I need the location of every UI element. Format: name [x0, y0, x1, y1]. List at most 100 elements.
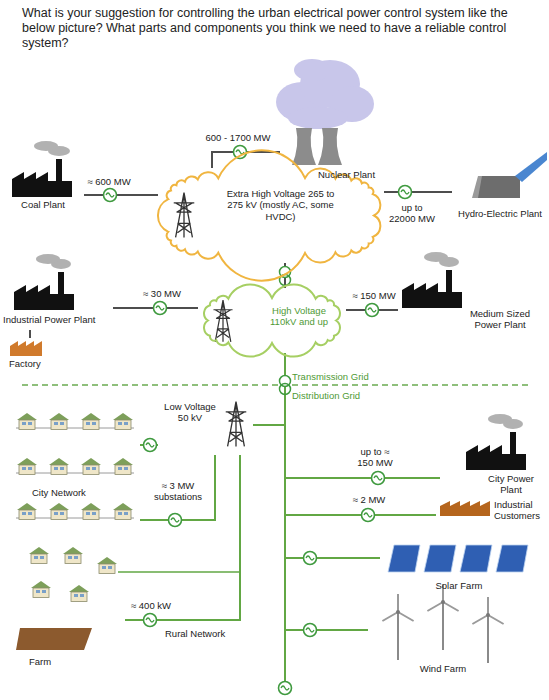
- nuclear-plant: Nuclear Plant: [280, 118, 382, 184]
- industrial-customers: Industrial Customers: [436, 498, 546, 528]
- power-line: [285, 353, 440, 478]
- label-holder: Solar Farm: [424, 580, 494, 591]
- power-rating: up to 22000 MW: [388, 202, 436, 225]
- city-plant-icon: [466, 432, 526, 470]
- hydro-plant: Hydro-Electric Plant: [452, 160, 548, 222]
- node-label: Coal Plant: [4, 199, 82, 210]
- label-holder: High Voltage 110kV and up: [260, 305, 338, 328]
- city-power-plant: City Power Plant: [440, 425, 542, 498]
- node-label: Industrial Power Plant: [3, 314, 111, 325]
- node-label: Hydro-Electric Plant: [454, 208, 546, 219]
- power-rating: ≈ 400 kW: [128, 600, 174, 611]
- label-holder: Nuclear Plant: [318, 169, 380, 180]
- cooling-towers: [292, 128, 342, 165]
- label-holder: Farm: [29, 656, 69, 667]
- wind-farm: Wind Farm: [368, 595, 518, 680]
- wind-turbine: [382, 594, 413, 660]
- generator-symbols: [104, 146, 412, 695]
- node-label: Wind Farm: [408, 663, 478, 674]
- cloud-shape: [158, 150, 380, 280]
- power-line: [84, 194, 158, 196]
- node-label: Farm: [29, 656, 69, 667]
- industrial-plant-icon: [14, 272, 74, 310]
- node-label: Nuclear Plant: [318, 169, 380, 180]
- label-holder: Low Voltage 50 kV: [160, 401, 220, 424]
- industrial-power-plant: Industrial Power Plant: [3, 260, 113, 330]
- label-holder: ≈ 150 MW: [348, 290, 400, 301]
- node-label: Low Voltage 50 kV: [160, 401, 220, 424]
- label-holder: ≈ 2 MW: [348, 494, 390, 505]
- power-line: [125, 455, 240, 620]
- power-rating: ≈ 30 MW: [138, 288, 186, 299]
- node-label: Solar Farm: [424, 580, 494, 591]
- rural-wire: [118, 571, 240, 573]
- coal-plant: Coal Plant: [4, 150, 84, 214]
- city-wires: [16, 428, 134, 518]
- nuclear-steam-cloud: [276, 59, 374, 129]
- label-holder: Industrial Power Plant: [3, 314, 111, 325]
- city-houses: [17, 413, 133, 520]
- smoke: [34, 141, 523, 429]
- label-holder: ≈ 3 MW substations: [148, 480, 208, 503]
- farm-field: [16, 628, 92, 650]
- wind-turbine: [472, 597, 503, 663]
- wind-turbine: [427, 584, 458, 650]
- ehv-cloud: Extra High Voltage 265 to 275 kV (mostly…: [158, 168, 384, 263]
- power-rating: ≈ 2 MW: [348, 494, 390, 505]
- farm: Farm: [15, 540, 125, 670]
- solar-panels: [388, 545, 528, 572]
- label-holder: Coal Plant: [4, 199, 82, 210]
- solar-farm: Solar Farm: [380, 540, 538, 596]
- label-holder: ≈ 600 MW: [84, 176, 134, 187]
- title-text: What is your suggestion for controlling …: [22, 6, 527, 51]
- medium-plant-icon: [402, 270, 462, 308]
- hv-cloud: High Voltage 110kV and up: [198, 288, 346, 353]
- label-holder: Medium Sized Power Plant: [462, 308, 538, 331]
- label-holder: Distribution Grid: [292, 390, 360, 401]
- power-rating: ≈ 3 MW substations: [148, 480, 208, 503]
- factory-icon: [10, 341, 42, 356]
- coal-plant-icon: [12, 159, 72, 197]
- trunk-wire: [284, 630, 286, 681]
- label-holder: Factory: [9, 358, 59, 369]
- label-holder: Extra High Voltage 265 to 275 kV (mostly…: [218, 188, 343, 222]
- node-label: City Network: [32, 487, 112, 498]
- grid-boundary: [22, 384, 530, 386]
- hydro-dam: [472, 152, 547, 198]
- node-label: Factory: [9, 358, 59, 369]
- node-label: Industrial Customers: [494, 499, 544, 522]
- power-rating: ≈ 600 MW: [84, 176, 134, 187]
- label-holder: up to 22000 MW: [388, 202, 436, 225]
- power-rating: 600 - 1700 MW: [203, 132, 273, 143]
- node-label: High Voltage 110kV and up: [260, 305, 338, 328]
- label-holder: City Network: [32, 487, 112, 498]
- label-holder: Industrial Customers: [494, 499, 544, 522]
- label-holder: City Power Plant: [482, 473, 540, 496]
- pylon-symbol: [213, 300, 232, 342]
- label-holder: Wind Farm: [408, 663, 478, 674]
- farm-houses: [29, 547, 117, 602]
- power-line: [140, 455, 215, 520]
- label-holder: 600 - 1700 MW: [203, 132, 273, 143]
- node-label: Medium Sized Power Plant: [462, 308, 538, 331]
- city-network: City Network: [10, 405, 140, 533]
- cloud-shape: [204, 284, 340, 356]
- grid-label: Transmission Grid: [292, 371, 369, 382]
- power-line: [285, 353, 368, 630]
- pylon-symbol: [226, 402, 247, 447]
- low-voltage-tower: Low Voltage 50 kV: [158, 395, 253, 455]
- factory: Factory: [5, 338, 63, 372]
- label-holder: Transmission Grid: [292, 371, 369, 382]
- node-label: City Power Plant: [482, 473, 540, 496]
- power-line: [29, 330, 31, 338]
- node-label: Extra High Voltage 265 to 275 kV (mostly…: [218, 188, 343, 222]
- label-holder: Rural Network: [165, 628, 225, 639]
- power-line: [384, 191, 452, 193]
- power-rating: up to ≈ 150 MW: [352, 446, 398, 469]
- grid-label: Distribution Grid: [292, 390, 360, 401]
- medium-power-plant: Medium Sized Power Plant: [398, 250, 540, 336]
- power-line: [285, 353, 436, 515]
